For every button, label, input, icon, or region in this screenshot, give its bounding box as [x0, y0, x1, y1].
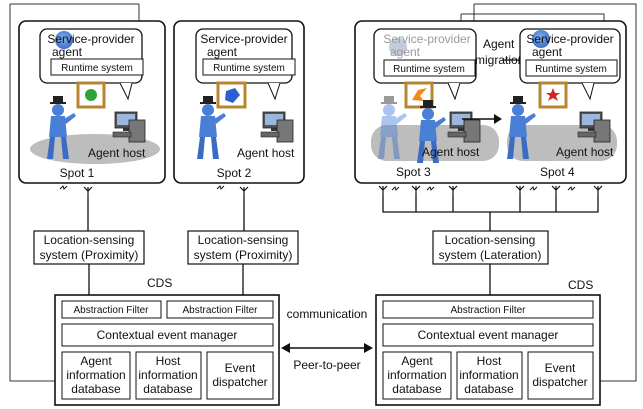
antenna-icon	[411, 185, 421, 197]
frame-art	[412, 88, 427, 101]
signal-icon	[426, 186, 435, 191]
spot-label: Spot 1	[60, 166, 95, 180]
agent-title: Service-provider	[47, 32, 134, 46]
agent-title: Service-provider	[200, 32, 287, 46]
lss-title: Location-sensing	[445, 233, 536, 247]
peer-to-peer-label: Peer-to-peer	[293, 358, 360, 372]
host-db: information	[138, 368, 197, 382]
agent-title-2: agent	[52, 45, 83, 59]
cds-left: CDS Abstraction Filter Abstraction Filte…	[54, 276, 280, 406]
agent-title: Service-provider	[383, 32, 470, 46]
agent-title: Service-provider	[526, 32, 613, 46]
frame-art	[85, 89, 97, 101]
spot-label: Spot 4	[540, 165, 575, 179]
runtime-label: Runtime system	[393, 64, 465, 75]
abstraction-filter: Abstraction Filter	[73, 305, 149, 316]
antenna-icon	[378, 185, 388, 197]
agent-host-label: Agent host	[422, 145, 480, 159]
spot-3: Service-provider agent Runtime system Ag…	[371, 28, 499, 179]
lss-title: Location-sensing	[198, 233, 289, 247]
event-dispatcher: dispatcher	[532, 375, 587, 389]
cds-right: CDS Abstraction Filter Contextual event …	[375, 278, 601, 406]
agent-host-label: Agent host	[556, 145, 614, 159]
agent-title-2: agent	[390, 45, 421, 59]
antenna-icon	[83, 186, 93, 198]
signal-icon	[529, 186, 538, 191]
runtime-box	[383, 59, 476, 77]
host-db: database	[143, 382, 193, 396]
agent-db: database	[392, 382, 442, 396]
agent-db: database	[71, 382, 121, 396]
signal-icon	[216, 185, 225, 190]
communication-label: communication	[287, 307, 368, 321]
runtime-label: Runtime system	[535, 64, 607, 75]
spot-4: Service-provider agent Runtime system Ag…	[507, 28, 621, 179]
antenna-icon	[448, 185, 458, 197]
spot-label: Spot 2	[217, 166, 252, 180]
agent-host-label: Agent host	[237, 146, 295, 160]
host-db: Host	[156, 354, 181, 368]
agent-host-label: Agent host	[88, 146, 146, 160]
event-dispatcher: dispatcher	[212, 375, 267, 389]
event-manager: Contextual event manager	[418, 328, 559, 342]
cds-label: CDS	[568, 278, 593, 292]
antenna-array	[378, 185, 603, 231]
agent-title-2: agent	[532, 45, 563, 59]
signal-icon	[391, 186, 400, 191]
peer-link: communication Peer-to-peer	[281, 307, 373, 372]
event-manager: Contextual event manager	[97, 328, 238, 342]
lss-title: Location-sensing	[44, 233, 135, 247]
frame-art	[546, 88, 560, 101]
runtime-box	[50, 58, 144, 76]
spot-2: Service-provider agent Runtime system Ag…	[195, 28, 296, 198]
spot-label: Spot 3	[396, 165, 431, 179]
abstraction-filter: Abstraction Filter	[182, 305, 258, 316]
host-db: Host	[477, 354, 502, 368]
antenna-icon	[515, 185, 525, 197]
spot-1: Service-provider agent Runtime system Ag…	[30, 28, 160, 198]
cds-label: CDS	[147, 276, 172, 290]
lss-type: system (Proximity)	[40, 248, 139, 262]
antenna-icon	[593, 185, 603, 197]
agent-blob	[532, 30, 550, 48]
agent-blob-ghost	[389, 38, 407, 56]
agent-db: Agent	[80, 354, 112, 368]
runtime-box	[525, 59, 618, 77]
agent-title-2: agent	[207, 45, 238, 59]
migration-label: Agent	[483, 37, 515, 51]
agent-db: information	[66, 368, 125, 382]
agent-blob	[55, 31, 73, 49]
antenna-icon	[239, 186, 249, 198]
antenna-icon	[551, 185, 561, 197]
lss-proximity-2: Location-sensing system (Proximity)	[187, 230, 299, 265]
runtime-label: Runtime system	[213, 63, 285, 74]
host-db: information	[459, 368, 518, 382]
runtime-label: Runtime system	[61, 63, 133, 74]
abstraction-filter: Abstraction Filter	[450, 305, 526, 316]
migration-label-2: migration	[475, 53, 524, 67]
signal-icon	[59, 185, 68, 190]
lss-lateration: Location-sensing system (Lateration)	[432, 230, 549, 265]
signal-icon	[567, 186, 576, 191]
event-dispatcher: Event	[225, 361, 256, 375]
agent-db: Agent	[401, 354, 433, 368]
event-dispatcher: Event	[545, 361, 576, 375]
lss-type: system (Lateration)	[439, 248, 542, 262]
agent-db: information	[387, 368, 446, 382]
lss-type: system (Proximity)	[194, 248, 293, 262]
host-db: database	[464, 382, 514, 396]
runtime-box	[202, 58, 296, 76]
lss-proximity-1: Location-sensing system (Proximity)	[33, 230, 145, 265]
frame-art	[225, 88, 240, 103]
